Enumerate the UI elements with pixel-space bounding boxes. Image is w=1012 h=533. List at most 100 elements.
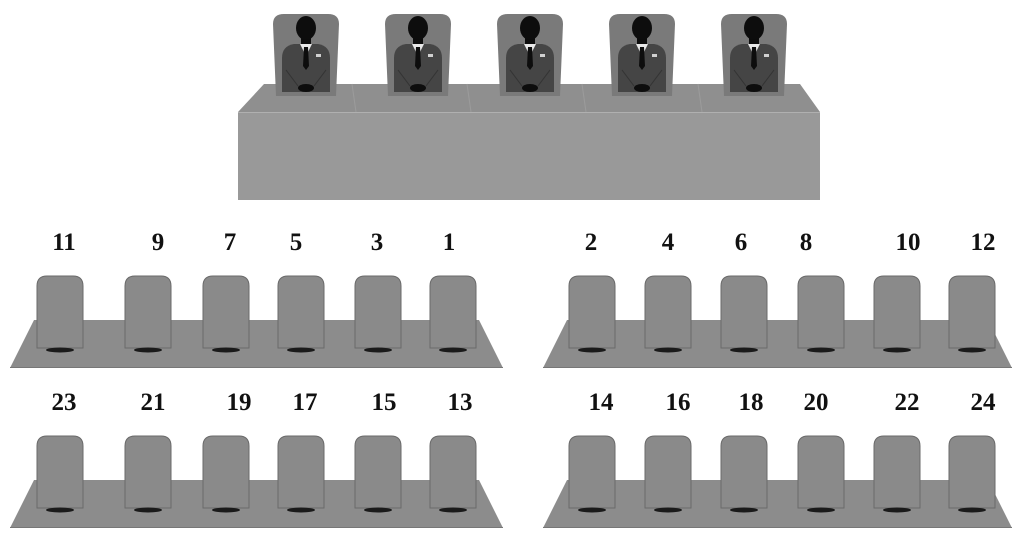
judge-hands — [298, 84, 314, 92]
judge-head — [296, 16, 316, 40]
seat-back — [37, 276, 83, 348]
front-row-left — [10, 276, 503, 368]
chair-icon — [645, 276, 691, 353]
chair-icon — [798, 436, 844, 513]
seat-back — [430, 276, 476, 348]
seat-base — [364, 508, 392, 513]
seat-label: 21 — [141, 390, 166, 415]
seat-base — [287, 348, 315, 353]
chair-icon — [278, 436, 324, 513]
seat-label: 17 — [293, 390, 318, 415]
back-row-left — [10, 436, 503, 528]
chair-icon — [949, 276, 995, 353]
seat-base — [578, 508, 606, 513]
seat-back — [569, 276, 615, 348]
seat-label: 13 — [448, 390, 473, 415]
seat-label: 16 — [666, 390, 691, 415]
seated-person-icon — [609, 14, 675, 96]
judge-hands — [746, 84, 762, 92]
judge-tie — [303, 47, 309, 70]
seat-label: 4 — [662, 230, 675, 255]
judge-head — [632, 16, 652, 40]
judge-hands — [410, 84, 426, 92]
seat-back — [355, 436, 401, 508]
seated-person-icon — [497, 14, 563, 96]
chair-icon — [203, 436, 249, 513]
chair-icon — [874, 276, 920, 353]
judge-pocket — [764, 54, 769, 57]
seat-label: 20 — [804, 390, 829, 415]
chair-icon — [125, 276, 171, 353]
seat-base — [287, 508, 315, 513]
seat-label: 10 — [896, 230, 921, 255]
seat-back — [430, 436, 476, 508]
chair-icon — [430, 276, 476, 353]
seat-label: 12 — [971, 230, 996, 255]
seat-label: 8 — [800, 230, 813, 255]
seat-back — [569, 436, 615, 508]
seat-back — [798, 276, 844, 348]
seat-label: 24 — [971, 390, 996, 415]
seat-base — [439, 508, 467, 513]
judge-pocket — [316, 54, 321, 57]
chair-icon — [569, 276, 615, 353]
seat-label: 5 — [290, 230, 303, 255]
seat-base — [883, 348, 911, 353]
chair-icon — [37, 276, 83, 353]
seat-base — [578, 348, 606, 353]
chair-icon — [645, 436, 691, 513]
chair-icon — [949, 436, 995, 513]
seated-person-icon — [721, 14, 787, 96]
seat-back — [355, 276, 401, 348]
judge-tie — [415, 47, 421, 70]
seat-back — [125, 276, 171, 348]
seat-back — [203, 276, 249, 348]
seat-base — [212, 348, 240, 353]
chair-icon — [430, 436, 476, 513]
seat-base — [134, 508, 162, 513]
seat-base — [730, 508, 758, 513]
seat-back — [203, 436, 249, 508]
seat-base — [807, 508, 835, 513]
seat-base — [958, 348, 986, 353]
judge-hands — [634, 84, 650, 92]
chair-icon — [721, 436, 767, 513]
seat-back — [949, 276, 995, 348]
back-row-right — [543, 436, 1012, 528]
judge-pocket — [540, 54, 545, 57]
judge-head — [408, 16, 428, 40]
seat-back — [874, 436, 920, 508]
seat-base — [883, 508, 911, 513]
seat-label: 9 — [152, 230, 165, 255]
seat-base — [46, 348, 74, 353]
chair-icon — [569, 436, 615, 513]
seat-back — [645, 276, 691, 348]
seat-back — [874, 276, 920, 348]
judge-tie — [751, 47, 757, 70]
seat-label: 6 — [735, 230, 748, 255]
seat-base — [807, 348, 835, 353]
seat-back — [721, 436, 767, 508]
chair-icon — [278, 276, 324, 353]
seat-base — [439, 348, 467, 353]
seat-back — [278, 436, 324, 508]
chair-icon — [355, 276, 401, 353]
seat-base — [730, 348, 758, 353]
judge-hands — [522, 84, 538, 92]
chair-icon — [874, 436, 920, 513]
seat-base — [654, 348, 682, 353]
judge-tie — [527, 47, 533, 70]
seat-back — [645, 436, 691, 508]
judge-head — [520, 16, 540, 40]
seat-label: 1 — [443, 230, 456, 255]
seat-base — [364, 348, 392, 353]
seat-label: 19 — [227, 390, 252, 415]
seat-label: 11 — [52, 230, 76, 255]
seat-back — [125, 436, 171, 508]
row-platform — [10, 320, 503, 368]
seat-back — [37, 436, 83, 508]
seat-label: 7 — [224, 230, 237, 255]
judge-pocket — [652, 54, 657, 57]
seat-base — [46, 508, 74, 513]
seat-label: 3 — [371, 230, 384, 255]
